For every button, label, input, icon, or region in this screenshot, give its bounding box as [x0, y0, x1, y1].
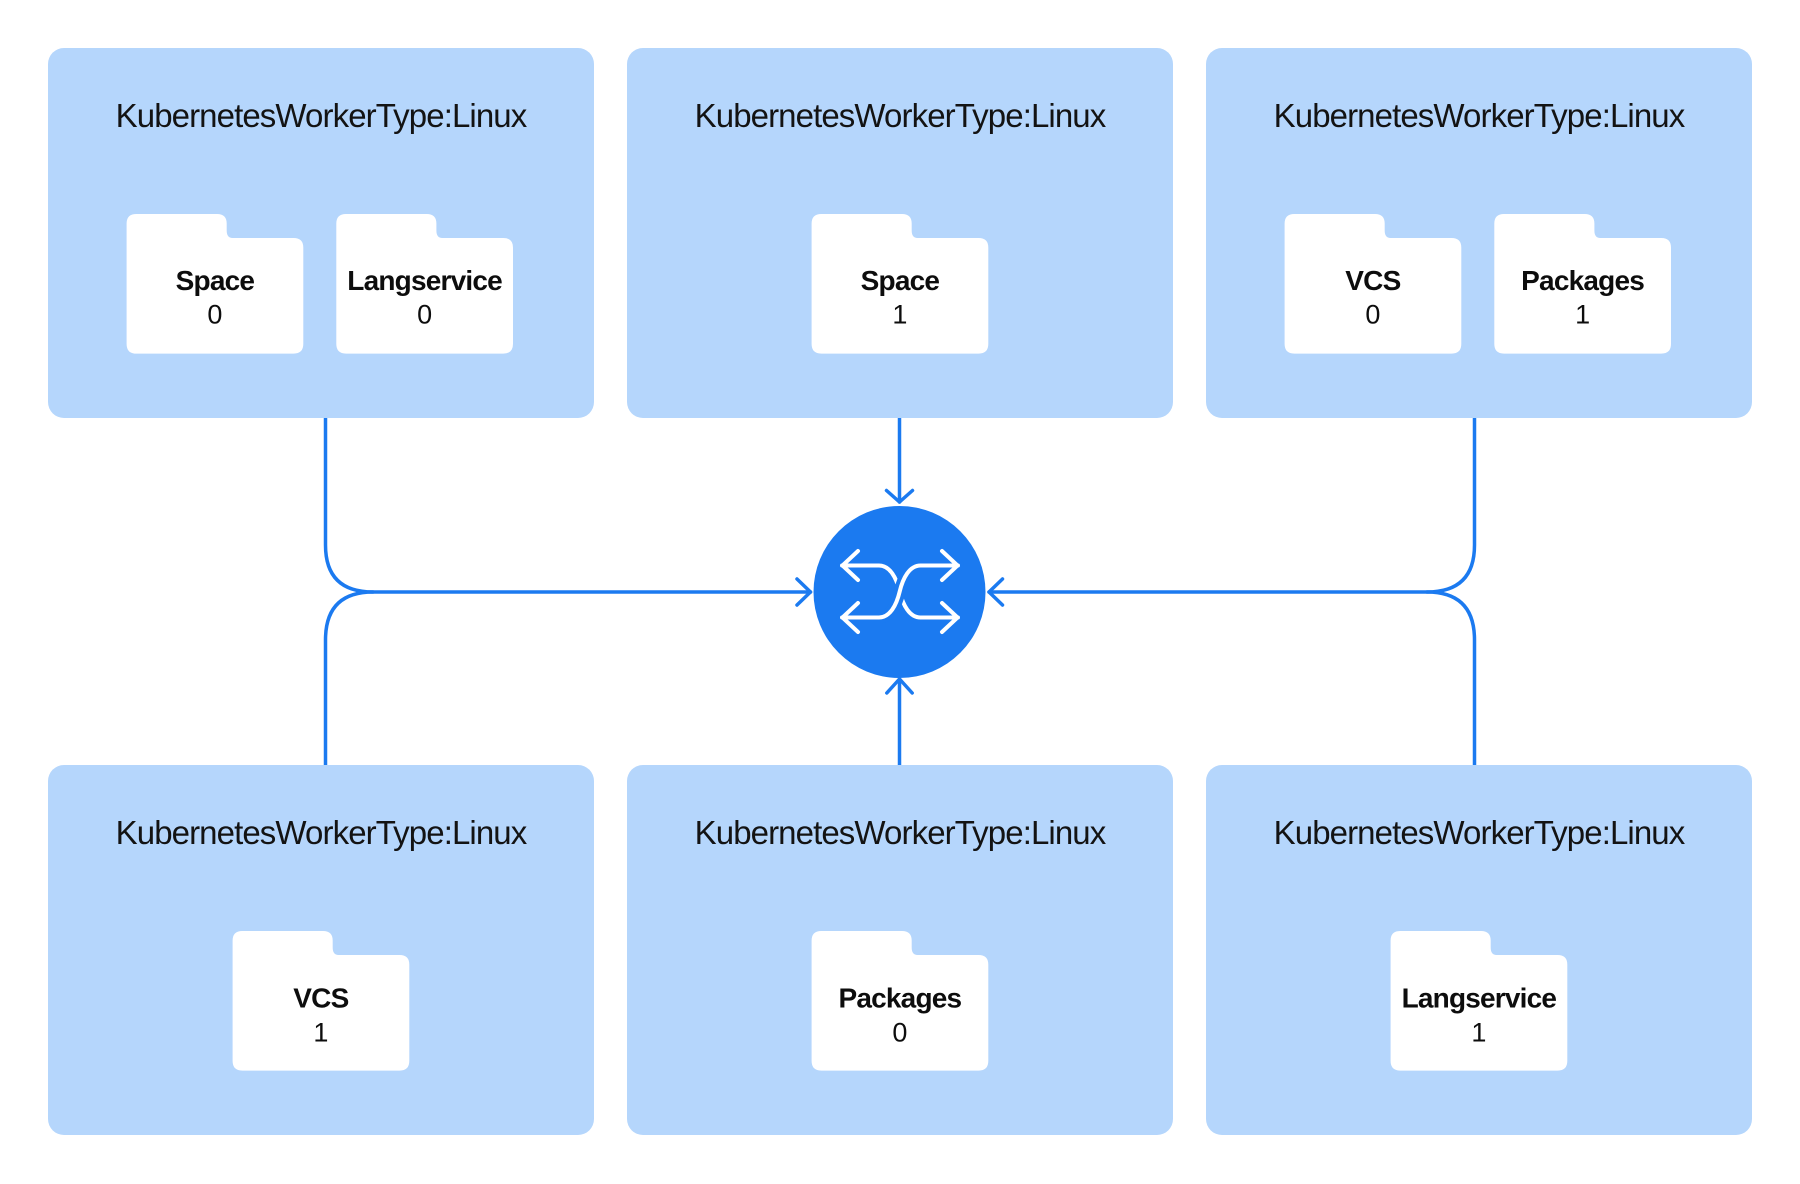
svg-text:KubernetesWorkerType:Linux: KubernetesWorkerType:Linux	[695, 97, 1107, 134]
svg-text:KubernetesWorkerType:Linux: KubernetesWorkerType:Linux	[695, 814, 1107, 851]
svg-text:1: 1	[892, 300, 907, 330]
svg-text:0: 0	[1365, 300, 1380, 330]
svg-text:Space: Space	[176, 265, 255, 296]
svg-text:Langservice: Langservice	[1402, 983, 1557, 1014]
svg-text:Langservice: Langservice	[347, 265, 502, 296]
svg-text:0: 0	[417, 300, 432, 330]
svg-text:VCS: VCS	[293, 983, 348, 1014]
svg-text:1: 1	[1471, 1018, 1486, 1048]
svg-text:KubernetesWorkerType:Linux: KubernetesWorkerType:Linux	[116, 814, 528, 851]
svg-text:KubernetesWorkerType:Linux: KubernetesWorkerType:Linux	[1274, 814, 1686, 851]
svg-text:Packages: Packages	[838, 983, 961, 1014]
svg-text:KubernetesWorkerType:Linux: KubernetesWorkerType:Linux	[116, 97, 528, 134]
svg-text:1: 1	[313, 1018, 328, 1048]
svg-text:0: 0	[207, 300, 222, 330]
svg-text:1: 1	[1575, 300, 1590, 330]
svg-text:Packages: Packages	[1521, 265, 1644, 296]
svg-text:VCS: VCS	[1345, 265, 1400, 296]
svg-text:0: 0	[892, 1018, 907, 1048]
svg-text:KubernetesWorkerType:Linux: KubernetesWorkerType:Linux	[1274, 97, 1686, 134]
svg-text:Space: Space	[861, 265, 940, 296]
